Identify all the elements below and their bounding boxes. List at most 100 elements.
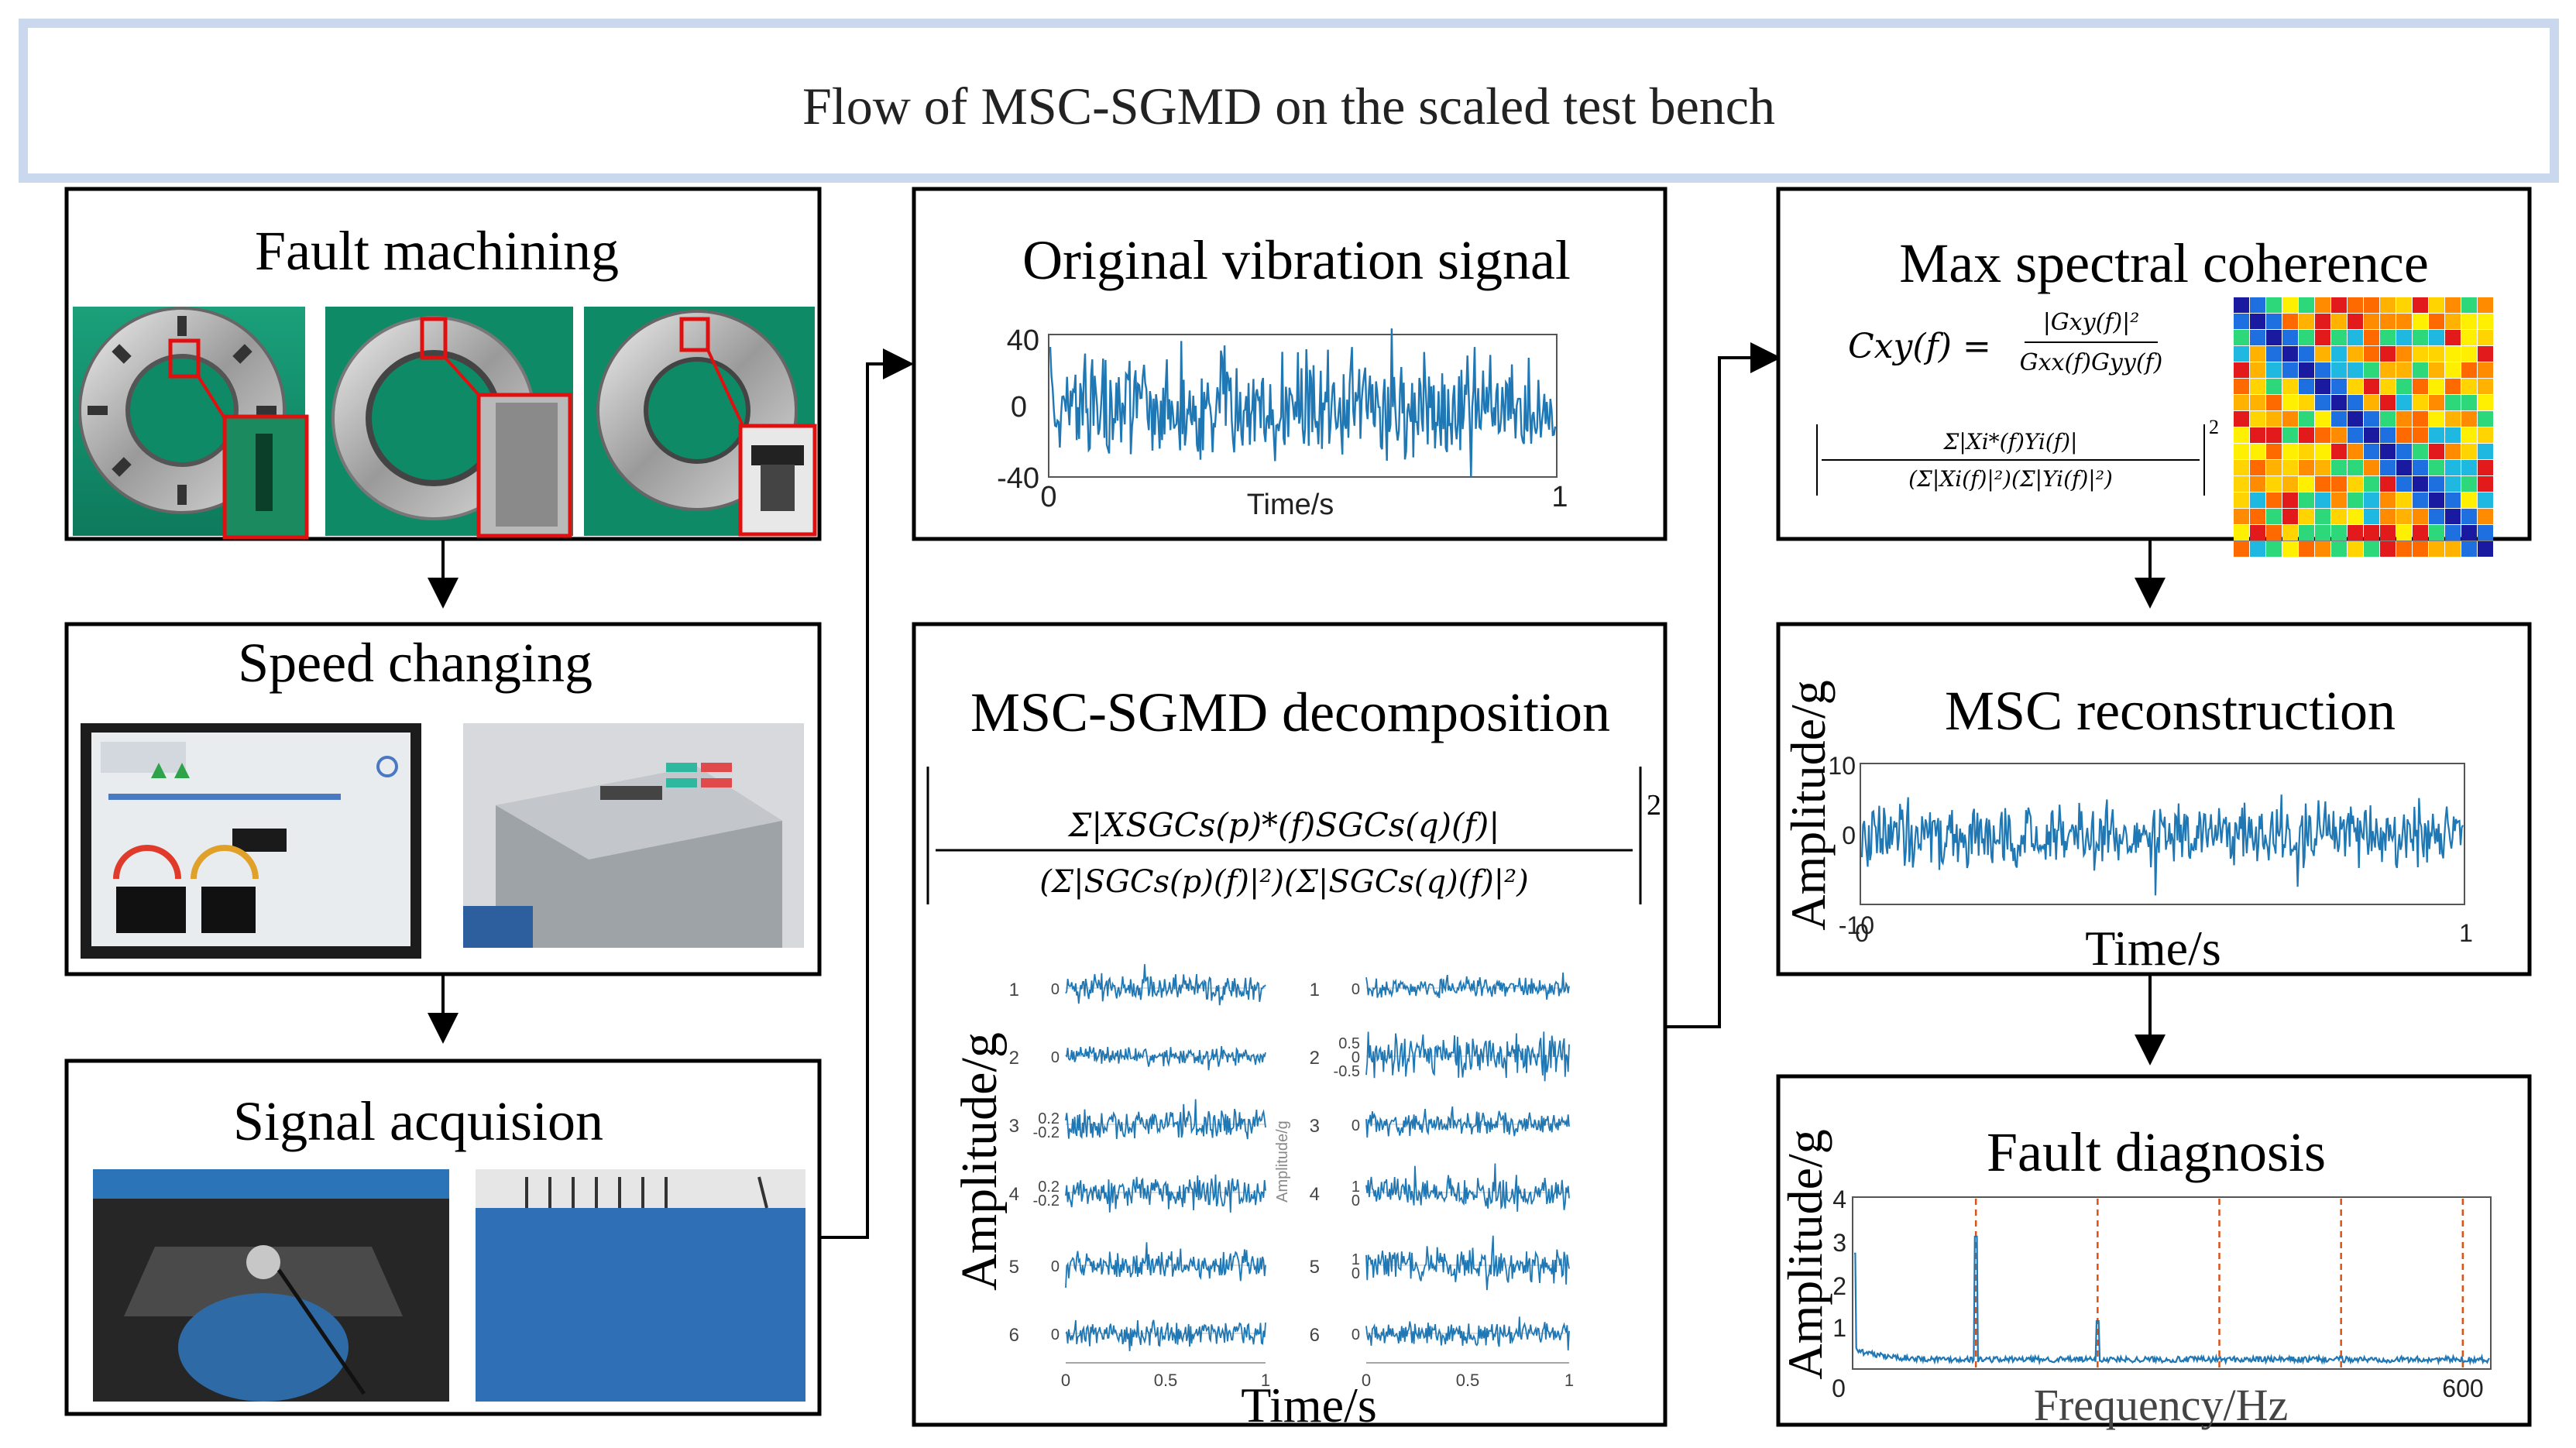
heatmap-cell [2331, 444, 2347, 459]
xtick-label: 1 [2459, 919, 2473, 947]
heatmap-cell [2445, 509, 2461, 524]
heatmap-cell [2315, 362, 2330, 378]
msc-formula: Cxy(f) = |Gxy(f)|² Gxx(f)Gyy(f) Σ|Xi*(f)… [1816, 309, 2219, 496]
heatmap-cell [2445, 314, 2461, 329]
heatmap-cell [2315, 476, 2330, 492]
component-tick: -0.5 [1334, 1063, 1360, 1080]
component-index: 3 [1310, 1116, 1320, 1137]
component-trace [1365, 1163, 1570, 1212]
heatmap-cell [2429, 492, 2444, 508]
heatmap-cell [2478, 411, 2493, 427]
heatmap-cell [2348, 411, 2363, 427]
heatmap-cell [2315, 427, 2330, 443]
heatmap-cell [2299, 525, 2314, 540]
heatmap-cell [2380, 395, 2396, 410]
heatmap-cell [2331, 346, 2347, 362]
heatmap-cell [2331, 395, 2347, 410]
accelerometer-photo [93, 1169, 449, 1402]
component-index: 6 [1310, 1325, 1320, 1346]
ytick-label: -40 [997, 462, 1039, 495]
heatmap-cell [2429, 411, 2444, 427]
heatmap-cell [2429, 427, 2444, 443]
x-axis-label: Frequency/Hz [2034, 1380, 2289, 1430]
heatmap-cell [2429, 509, 2444, 524]
cxy-denominator: Gxx(f)Gyy(f) [2020, 349, 2163, 376]
heatmap-cell [2461, 330, 2477, 345]
bearing-photo-rolling-element [584, 307, 817, 537]
component-index: 1 [1009, 980, 1019, 1000]
bearing-photo-inner-race [325, 307, 573, 538]
heatmap-cell [2461, 476, 2477, 492]
component-tick: 0 [1352, 1265, 1360, 1282]
heatmap-cell [2396, 525, 2412, 540]
heatmap-cell [2478, 346, 2493, 362]
heatmap-cell [2461, 460, 2477, 475]
heatmap-cell [2331, 411, 2347, 427]
heatmap-cell [2250, 525, 2265, 540]
fault-diagnosis-title: Fault diagnosis [1987, 1121, 2326, 1183]
decomposition-title: MSC-SGMD decomposition [970, 681, 1610, 743]
daq-device-photo [476, 1169, 805, 1402]
heatmap-cell [2234, 395, 2249, 410]
sum-numerator: Σ|Xi*(f)Yi(f)| [1943, 429, 2078, 455]
component-tick: 1 [1352, 1251, 1360, 1268]
cxy-numerator: |Gxy(f)|² [2043, 309, 2140, 336]
heatmap-cell [2429, 541, 2444, 557]
heatmap-cell [2429, 346, 2444, 362]
heatmap-cell [2250, 314, 2265, 329]
ytick-label: 3 [1832, 1229, 1846, 1257]
component-trace [1365, 972, 1570, 1000]
flow-connector [1665, 342, 1781, 1028]
heatmap-cell [2445, 330, 2461, 345]
heatmap-cell [2478, 509, 2493, 524]
header-banner: Flow of MSC-SGMD on the scaled test benc… [19, 19, 2559, 183]
heatmap-cell [2266, 444, 2282, 459]
heatmap-cell [2250, 362, 2265, 378]
heatmap-cell [2282, 541, 2298, 557]
heatmap-cell [2299, 492, 2314, 508]
heatmap-cell [2234, 314, 2249, 329]
heatmap-cell [2396, 492, 2412, 508]
component-trace [1065, 964, 1266, 1006]
heatmap-cell [2380, 460, 2396, 475]
signal-acquisition-title: Signal acquision [233, 1090, 603, 1152]
sgmd-coherence-formula: Σ|XSGCs(p)*(f)SGCs(q)(f)| (Σ|SGCs(p)(f)|… [926, 767, 1661, 904]
signal-acquisition-box: Signal acquision [64, 1059, 822, 1416]
heatmap-cell [2315, 330, 2330, 345]
signal-trace [1049, 328, 1557, 478]
heatmap-cell [2478, 492, 2493, 508]
heatmap-cell [2266, 346, 2282, 362]
heatmap-cell [2282, 492, 2298, 508]
msc-reconstruction-box: MSC reconstruction Amplitude/g 10 0 -10 … [1776, 622, 2532, 976]
heatmap-cell [2250, 509, 2265, 524]
heatmap-cell [2250, 379, 2265, 394]
heatmap-cell [2478, 427, 2493, 443]
heatmap-cell [2380, 509, 2396, 524]
heatmap-cell [2413, 460, 2428, 475]
heatmap-cell [2413, 362, 2428, 378]
xtick-label: 1 [1261, 1371, 1270, 1390]
heatmap-cell [2429, 297, 2444, 313]
heatmap-cell [2234, 492, 2249, 508]
heatmap-cell [2445, 297, 2461, 313]
component-trace [1065, 1099, 1266, 1140]
heatmap-cell [2396, 297, 2412, 313]
heatmap-cell [2299, 541, 2314, 557]
heatmap-cell [2282, 476, 2298, 492]
heatmap-cell [2413, 395, 2428, 410]
heatmap-cell [2282, 460, 2298, 475]
component-tick: 0 [1051, 1258, 1060, 1275]
xtick-label: 0.5 [1456, 1371, 1480, 1390]
heatmap-cell [2315, 444, 2330, 459]
heatmap-cell [2315, 492, 2330, 508]
heatmap-cell [2331, 509, 2347, 524]
heatmap-cell [2413, 411, 2428, 427]
ytick-label: 1 [1832, 1314, 1846, 1342]
heatmap-cell [2429, 395, 2444, 410]
heatmap-cell [2429, 330, 2444, 345]
coherence-heatmap [2234, 297, 2493, 557]
heatmap-cell [2266, 411, 2282, 427]
component-trace [1365, 1235, 1570, 1291]
heatmap-cell [2445, 395, 2461, 410]
